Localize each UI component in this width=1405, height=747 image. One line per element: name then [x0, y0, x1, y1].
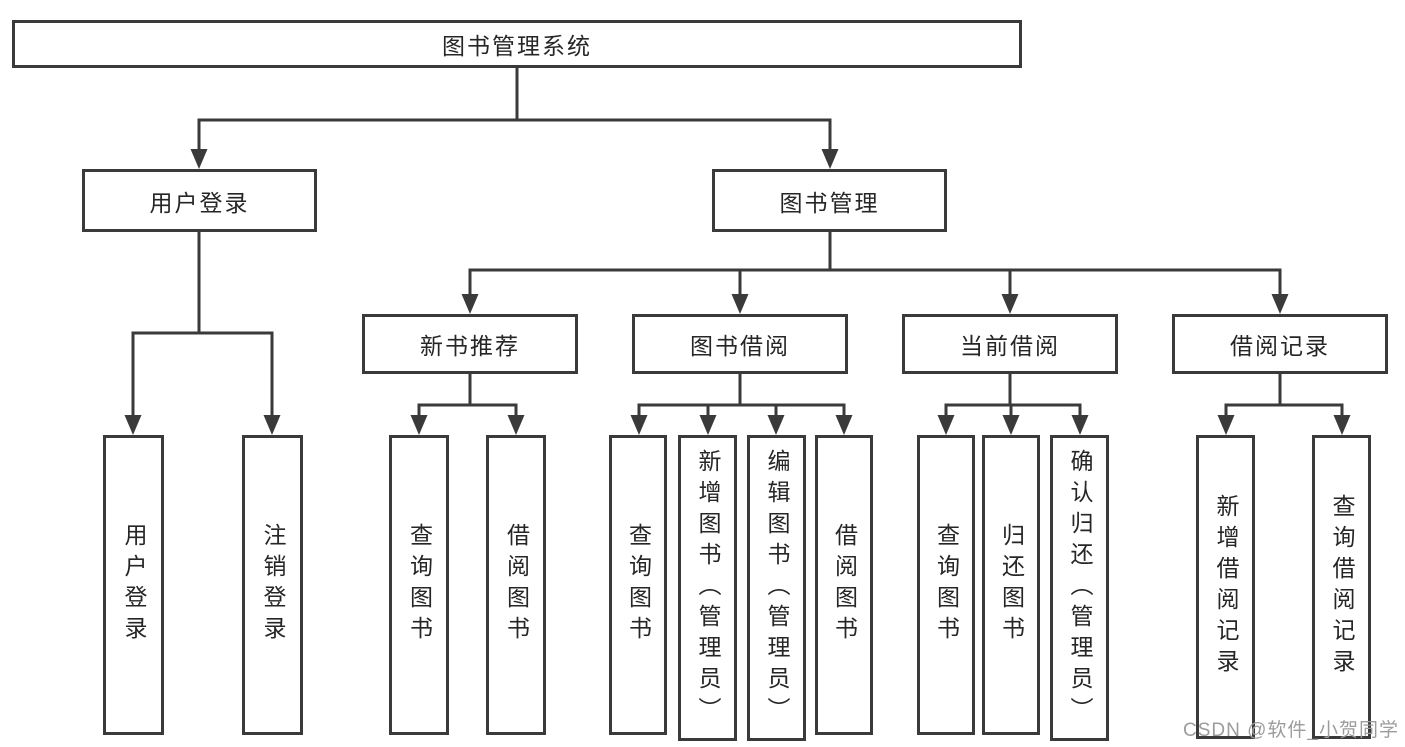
node-book-borrowing: 图书借阅	[632, 314, 848, 374]
node-root: 图书管理系统	[12, 20, 1022, 68]
node-current-borrowing: 当前借阅	[902, 314, 1118, 374]
node-leaf-borrow-book-2: 借阅图书	[815, 435, 873, 735]
watermark: CSDN @软件_小贺同学	[1183, 720, 1399, 741]
node-leaf-query-book-2: 查询图书	[609, 435, 667, 735]
node-new-book-recommend: 新书推荐	[362, 314, 578, 374]
node-leaf-return-book: 归还图书	[982, 435, 1040, 735]
node-leaf-query-book-1: 查询图书	[389, 435, 449, 735]
node-leaf-add-book: 新增图书（管理员）	[678, 435, 737, 741]
node-book-management: 图书管理	[712, 169, 947, 232]
node-borrowing-records: 借阅记录	[1172, 314, 1388, 374]
node-leaf-edit-book: 编辑图书（管理员）	[747, 435, 806, 741]
node-leaf-query-record: 查询借阅记录	[1312, 435, 1371, 739]
node-leaf-confirm-return: 确认归还（管理员）	[1050, 435, 1109, 741]
node-leaf-logout: 注销登录	[242, 435, 303, 735]
node-leaf-borrow-book-1: 借阅图书	[486, 435, 546, 735]
node-leaf-query-book-3: 查询图书	[917, 435, 975, 735]
node-user-login: 用户登录	[82, 169, 317, 232]
node-leaf-add-record: 新增借阅记录	[1196, 435, 1255, 739]
node-leaf-user-login: 用户登录	[103, 435, 164, 735]
